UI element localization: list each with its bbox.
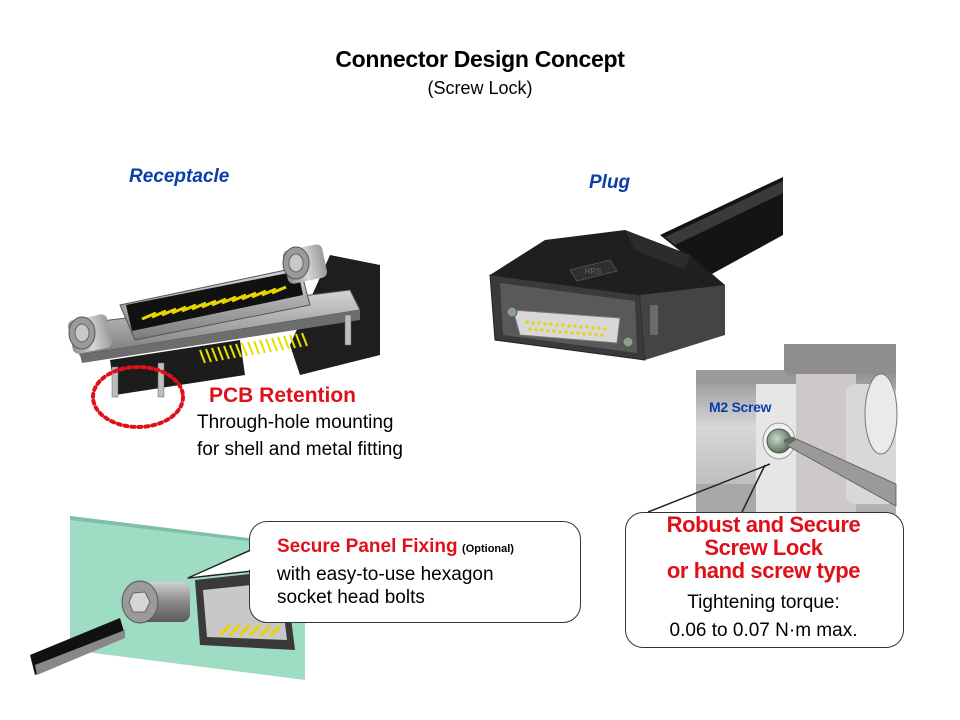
panel-fixing-heading-row: Secure Panel Fixing (Optional) <box>277 536 514 558</box>
panel-fixing-illustration <box>30 516 305 680</box>
pcb-retention-heading: PCB Retention <box>209 384 356 407</box>
panel-fixing-line2: socket head bolts <box>277 587 425 608</box>
plug-label: Plug <box>589 172 631 193</box>
tail-pins <box>199 332 308 364</box>
m2-screw-label: M2 Screw <box>709 399 772 415</box>
panel-fixing-heading: Secure Panel Fixing <box>277 536 458 557</box>
plug-illustration: HRS <box>489 177 783 361</box>
retention-leg <box>157 362 165 398</box>
receptacle-label: Receptacle <box>129 166 230 187</box>
screw-lock-heading: Robust and Secure Screw Lock or hand scr… <box>625 513 902 582</box>
slide-title: Connector Design Concept <box>335 46 625 72</box>
panel-fixing-callout <box>249 521 581 623</box>
screw-detail-illustration <box>696 344 898 514</box>
screwdriver <box>783 436 897 507</box>
panel-fixing-line1: with easy-to-use hexagon <box>277 564 494 585</box>
screw-lock-line3: or hand screw type <box>666 558 861 583</box>
svg-text:HRS: HRS <box>585 267 603 276</box>
torque-label: Tightening torque: <box>687 592 840 613</box>
plug-mating-shell <box>512 309 621 344</box>
screw-lock-line2: Screw Lock <box>704 535 823 560</box>
optional-tag: (Optional) <box>462 543 514 555</box>
retention-leg <box>111 366 119 398</box>
screw-post-right <box>282 244 327 284</box>
screw-post-left <box>68 314 112 354</box>
receptacle-illustration <box>68 244 380 398</box>
screw-lock-callout <box>625 512 904 648</box>
hexagon-socket-bolt <box>121 580 190 624</box>
pcb-retention-line2: for shell and metal fitting <box>197 439 403 460</box>
slide-subtitle: (Screw Lock) <box>427 78 533 98</box>
contact-pins <box>141 285 287 321</box>
plug-contact-pins <box>525 320 607 337</box>
hrs-logo: HRS <box>569 259 618 282</box>
screw-lock-line1: Robust and Secure <box>666 512 861 537</box>
pcb-retention-highlight <box>91 365 185 429</box>
torque-value: 0.06 to 0.07 N·m max. <box>669 620 858 641</box>
pcb-retention-line1: Through-hole mounting <box>197 412 394 433</box>
